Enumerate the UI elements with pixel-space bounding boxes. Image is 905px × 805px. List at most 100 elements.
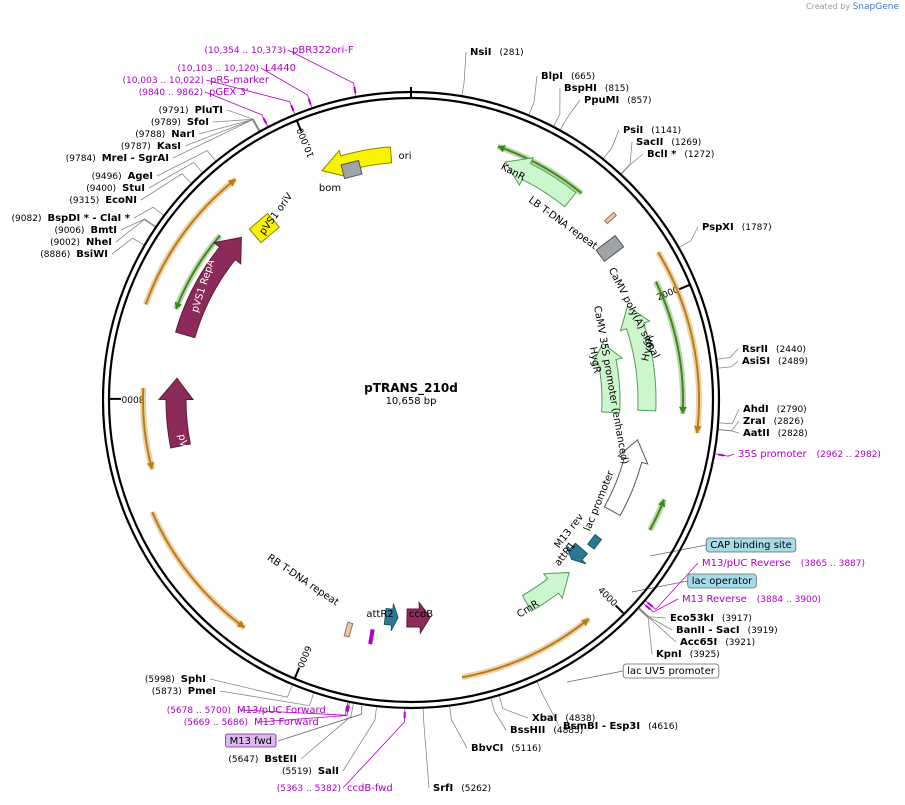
site-bcli[interactable]: BclI *(1272) (647, 149, 714, 160)
leader-line (719, 408, 740, 425)
site-sphi[interactable]: SphI(5998) (145, 674, 206, 685)
boxed-lac-uv5-promoter[interactable]: lac UV5 promoter (622, 663, 720, 679)
site-kasi[interactable]: KasI(9787) (121, 141, 181, 152)
site-name: BsiWI (76, 249, 108, 260)
site-eco53ki[interactable]: Eco53kI(3917) (670, 613, 752, 624)
site-bspdi-clai[interactable]: BspDI * - ClaI *(9082) (12, 213, 131, 224)
primer-m13-fwd[interactable]: M13 fwd (225, 733, 277, 748)
site-sali[interactable]: SalI(5519) (282, 766, 339, 777)
leader-line (287, 49, 357, 97)
site-kpni[interactable]: KpnI(3925) (656, 649, 720, 660)
site-zrai[interactable]: ZraI(2826) (743, 416, 804, 427)
site-sfoi[interactable]: SfoI(9789) (151, 117, 209, 128)
site-pluti[interactable]: PluTI(9791) (159, 105, 223, 116)
feature-shapes (140, 86, 725, 718)
primer-m13-reverse[interactable]: M13 Reverse(3884 .. 3900) (682, 594, 821, 605)
leader-line (560, 99, 581, 130)
leader-line (528, 75, 538, 115)
lb-tdna-box (603, 211, 617, 225)
site-position: (3921) (725, 638, 755, 648)
primer-35s-promoter[interactable]: 35S promoter(2962 .. 2982) (738, 449, 881, 460)
primer-prs-marker[interactable]: pRS-marker(10,003 .. 10,022) (123, 75, 270, 86)
site-bsmbi-esp3i[interactable]: BsmBI - Esp3I(4616) (563, 721, 678, 732)
leader-line (342, 707, 377, 772)
primer-m13-forward[interactable]: M13 Forward(5669 .. 5686) (184, 717, 319, 728)
primer-m13-puc-forward[interactable]: M13/pUC Forward (5678 .. 5700) (167, 705, 326, 716)
site-position: (5116) (511, 744, 541, 754)
site-mrei-sgrai[interactable]: MreI - SgrAI(9784) (66, 153, 169, 164)
site-aatii[interactable]: AatII(2828) (743, 428, 808, 439)
site-bsphi[interactable]: BspHI(815) (564, 83, 629, 94)
site-position: (1272) (684, 150, 714, 160)
leader-line (620, 141, 633, 174)
site-bsshii[interactable]: BssHII(4885) (510, 725, 583, 736)
site-rsrii[interactable]: RsrII(2440) (742, 344, 806, 355)
site-nhei[interactable]: NheI(9002) (50, 237, 112, 248)
primer-position: (2962 .. 2982) (817, 450, 881, 460)
site-sacii[interactable]: SacII(1269) (636, 137, 701, 148)
leader-line (536, 681, 560, 727)
site-position: (2440) (776, 345, 806, 355)
site-position: (9002) (50, 238, 80, 248)
site-position: (4838) (565, 714, 595, 724)
lac-operator-box (587, 533, 603, 550)
primer-pgex-3[interactable]: pGEX 3'(9840 .. 9862) (139, 87, 249, 98)
site-position: (5873) (152, 687, 182, 697)
site-name: AgeI (128, 171, 153, 182)
site-srfi[interactable]: SrfI(5262) (433, 783, 491, 794)
site-bmti[interactable]: BmtI(9006) (55, 225, 117, 236)
prs-marker-marker (290, 105, 295, 112)
site-xbai[interactable]: XbaI(4838) (532, 713, 595, 724)
primer-ccdb-fwd[interactable]: ccdB-fwd(5363 .. 5382) (277, 783, 393, 794)
leader-line (643, 598, 679, 613)
site-name: Eco53kI (670, 613, 714, 624)
boxed-cap-binding-site[interactable]: CAP binding site (705, 537, 797, 553)
site-asisi[interactable]: AsiSI(2489) (742, 356, 808, 367)
site-ahdi[interactable]: AhdI(2790) (743, 404, 807, 415)
feature-label-ccdb: ccdB (409, 609, 433, 620)
primer-position: (5678 .. 5700) (167, 706, 231, 716)
site-stui[interactable]: StuI(9400) (86, 183, 145, 194)
hygr-arrow-right (619, 305, 657, 412)
site-name: BlpI (541, 71, 563, 82)
site-psii[interactable]: PsiI(1141) (623, 125, 681, 136)
site-name: StuI (122, 183, 145, 194)
site-position: (9787) (121, 142, 151, 152)
site-position: (3919) (748, 626, 778, 636)
primer-l4440[interactable]: L4440(10,103 .. 10,120) (178, 63, 296, 74)
site-position: (5262) (461, 784, 491, 794)
site-banii-saci[interactable]: BanII - SacI(3919) (676, 625, 778, 636)
m13-forward-marker (346, 705, 350, 712)
leader-line (621, 153, 644, 175)
site-bsiwi[interactable]: BsiWI(8886) (40, 249, 108, 260)
site-agei[interactable]: AgeI(9496) (92, 171, 153, 182)
site-name: BssHII (510, 725, 545, 736)
m13-fwd-box (368, 628, 375, 645)
leader-line (603, 129, 620, 159)
site-name: BsmBI - Esp3I (563, 721, 640, 732)
site-acc65i[interactable]: Acc65I(3921) (680, 637, 755, 648)
bom-box (340, 159, 363, 180)
site-position: (9315) (69, 196, 99, 206)
green-arc-hygr (654, 281, 685, 414)
site-econi[interactable]: EcoNI(9315) (69, 195, 137, 206)
primer-name: M13/pUC Forward (237, 705, 326, 716)
feature-label-hygr: HygR (640, 334, 656, 362)
site-position: (2828) (778, 429, 808, 439)
site-name: ZraI (743, 416, 766, 427)
site-bsteii[interactable]: BstEII(5647) (228, 754, 297, 765)
site-nsii[interactable]: NsiI(281) (470, 47, 524, 58)
site-bbvci[interactable]: BbvCI(5116) (471, 743, 541, 754)
primer-pbr322ori-f[interactable]: pBR322ori-F(10,354 .. 10,373) (205, 45, 354, 56)
site-pspxi[interactable]: PspXI(1787) (702, 222, 772, 233)
boxed-lac-operator[interactable]: lac operator (687, 573, 757, 589)
orange-arc-lower-left-head (236, 620, 245, 628)
site-nari[interactable]: NarI(9788) (135, 129, 195, 140)
primer-name: ccdB-fwd (347, 783, 393, 794)
site-pmei[interactable]: PmeI(5873) (152, 686, 216, 697)
site-blpi[interactable]: BlpI(665) (541, 71, 595, 82)
tick-label: 4000 (595, 586, 618, 609)
primer-m13-puc-reverse[interactable]: M13/pUC Reverse(3865 .. 3887) (702, 558, 865, 569)
site-ppumi[interactable]: PpuMI(857) (584, 95, 651, 106)
